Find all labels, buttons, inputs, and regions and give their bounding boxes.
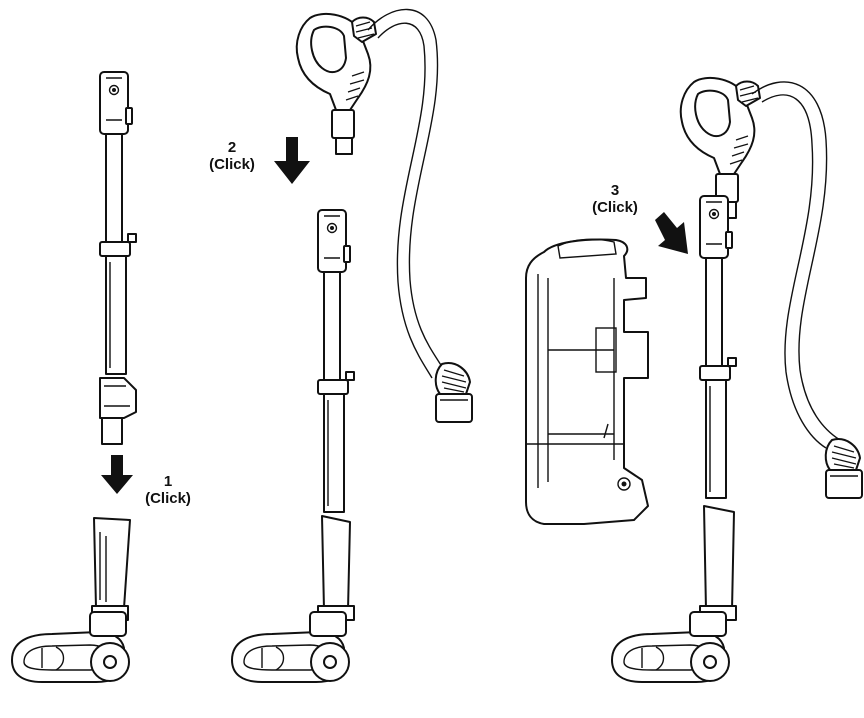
hand-grip-2 [297,14,376,154]
hose-3 [752,82,840,440]
wand-part-1 [100,72,136,374]
down-arrow-icon [274,137,310,184]
figure-step-3 [526,78,862,682]
hose-cuff-2 [436,363,472,422]
nozzle-neck-3 [700,506,736,620]
step-2-action: (Click) [200,156,264,173]
step-2-number: 2 [200,139,264,156]
figure-step-2 [232,9,472,682]
floor-nozzle-2 [232,612,349,682]
hose-cuff-3 [826,439,862,498]
step-3-number: 3 [582,182,648,199]
canister-pod-3 [526,239,648,524]
floor-nozzle-3 [612,612,729,682]
floor-nozzle-1 [12,612,129,682]
step-1-label: 1 (Click) [136,473,200,507]
step-3-label: 3 (Click) [582,182,648,216]
wand-part-3 [700,196,736,498]
down-arrow-icon [101,455,133,494]
step-1-number: 1 [136,473,200,490]
wand-part-2 [318,210,354,512]
figure-step-1 [12,72,136,682]
diagonal-arrow-icon [655,212,688,254]
step-3-action: (Click) [582,199,648,216]
wand-connector-1 [100,378,136,444]
nozzle-neck-2 [318,516,354,620]
step-2-label: 2 (Click) [200,139,264,173]
nozzle-neck-1 [92,518,130,620]
step-1-action: (Click) [136,490,200,507]
